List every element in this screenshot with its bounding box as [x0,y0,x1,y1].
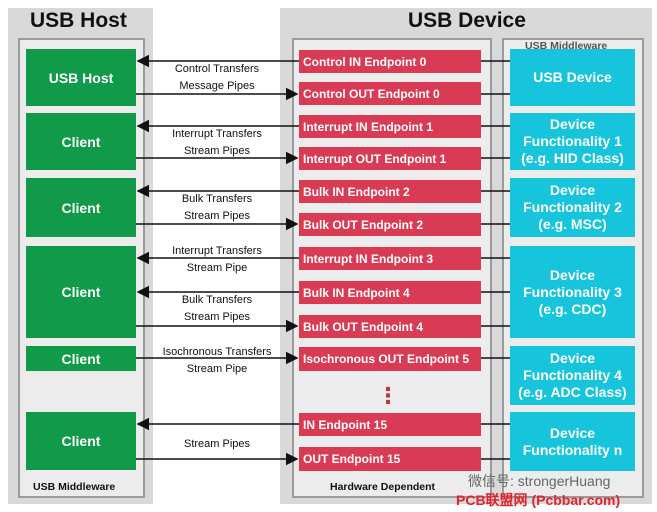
function-1-line-3: (e.g. HID Class) [521,150,624,166]
endpoint-bulk-out-2: Bulk OUT Endpoint 2 [299,213,481,236]
transfer-label-4: Interrupt Transfers Stream Pipe [152,244,282,275]
device-functionality-2: Device Functionality 2 (e.g. MSC) [510,178,635,237]
transfer-2-line-2: Stream Pipes [183,145,251,157]
endpoint-ellipsis: ⋮ [377,383,399,408]
function-3-line-2: Functionality 3 [523,283,622,300]
usb-host-title: USB Host [30,9,127,32]
device-functionality-n: Device Functionality n [510,412,635,471]
endpoint-out-15: OUT Endpoint 15 [299,447,481,471]
function-n-line-1: Device [549,424,596,441]
function-4-line-1: Device [549,350,596,366]
transfer-label-1: Control Transfers Message Pipes [152,62,282,93]
transfer-6-line-1: Isochronous Transfers [162,346,272,358]
usb-host-block: USB Host [26,49,136,106]
hardware-dependent-label: Hardware Dependent [330,481,436,493]
function-4-line-3: (e.g. ADC Class) [518,384,627,400]
function-1-line-1: Device [549,116,596,132]
usb-middleware-label: USB Middleware [33,481,116,493]
transfer-label-2: Interrupt Transfers Stream Pipes [152,127,282,158]
endpoint-bulk-out-4: Bulk OUT Endpoint 4 [299,315,481,338]
endpoint-control-out-0: Control OUT Endpoint 0 [299,82,481,105]
function-4-line-2: Functionality 4 [523,367,622,383]
transfer-label-5: Bulk Transfers Stream Pipes [152,293,282,324]
client-block-3-label: Client [61,284,101,300]
function-n-line-2: Functionality n [522,441,623,458]
transfer-label-6: Isochronous Transfers Stream Pipe [152,345,282,376]
endpoint-bulk-in-4: Bulk IN Endpoint 4 [299,281,481,304]
client-block-1: Client [26,113,136,170]
endpoint-in-15: IN Endpoint 15 [299,413,481,436]
transfer-1-line-1: Control Transfers [174,63,260,75]
transfer-3-line-1: Bulk Transfers [181,193,253,205]
transfer-4-line-1: Interrupt Transfers [172,245,262,257]
transfer-label-3: Bulk Transfers Stream Pipes [152,192,282,223]
endpoint-bulk-in-2: Bulk IN Endpoint 2 [299,180,481,203]
client-block-2-label: Client [61,199,101,216]
endpoint-interrupt-in-3: Interrupt IN Endpoint 3 [299,247,481,270]
usb-device-title: USB Device [408,9,526,32]
transfer-5-line-1: Bulk Transfers [181,294,253,306]
transfer-6-line-2: Stream Pipe [186,363,248,375]
function-3-line-3: (e.g. CDC) [538,300,607,317]
usb-host-block-label: USB Host [48,69,114,86]
client-block-2: Client [26,178,136,237]
endpoint-iso-out-5: Isochronous OUT Endpoint 5 [299,347,481,371]
endpoint-interrupt-in-1: Interrupt IN Endpoint 1 [299,115,481,138]
transfer-7-line-1: Stream Pipes [183,438,251,450]
transfer-5-line-2: Stream Pipes [183,311,251,323]
usb-device-block: USB Device [510,49,635,106]
site-watermark: PCB联盟网 (Pcbbar.com) [456,492,621,508]
function-2-line-3: (e.g. MSC) [538,216,607,232]
client-block-5-label: Client [61,433,101,449]
client-block-4-label: Client [61,350,101,367]
transfer-2-line-1: Interrupt Transfers [172,128,262,140]
device-functionality-3: Device Functionality 3 (e.g. CDC) [510,246,635,338]
transfer-1-line-2: Message Pipes [179,80,255,92]
transfer-3-line-2: Stream Pipes [183,210,251,222]
transfer-4-line-2: Stream Pipe [186,262,248,274]
wechat-watermark: 微信号: strongerHuang [468,473,611,489]
client-block-5: Client [26,412,136,470]
endpoint-control-in-0: Control IN Endpoint 0 [299,50,481,73]
client-block-1-label: Client [61,133,101,150]
function-2-line-1: Device [549,182,596,198]
client-block-3: Client [26,246,136,338]
device-functionality-1: Device Functionality 1 (e.g. HID Class) [510,113,635,170]
device-functionality-4: Device Functionality 4 (e.g. ADC Class) [510,346,635,405]
client-block-4: Client [26,346,136,371]
function-3-line-1: Device [549,266,596,283]
endpoint-interrupt-out-1: Interrupt OUT Endpoint 1 [299,147,481,170]
function-1-line-2: Functionality 1 [523,133,622,149]
function-2-line-2: Functionality 2 [523,199,622,215]
usb-device-block-label: USB Device [533,69,612,85]
transfer-label-7: Stream Pipes [152,437,282,451]
